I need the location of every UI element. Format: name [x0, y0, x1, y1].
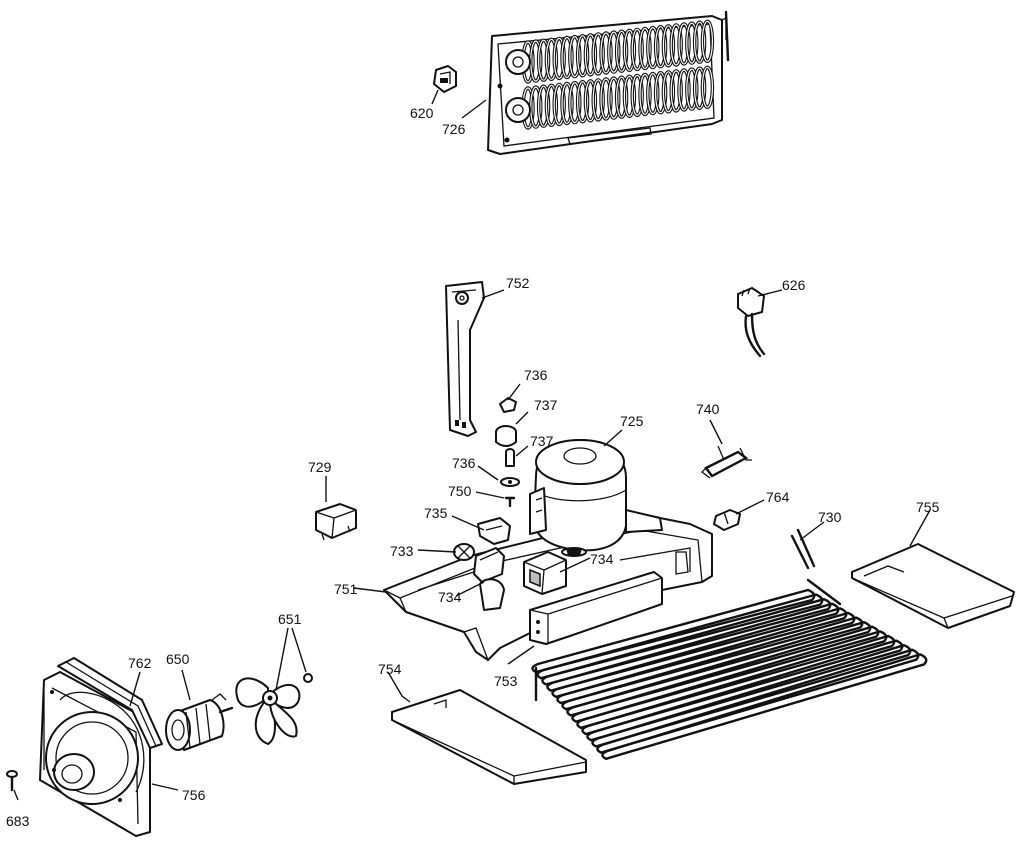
callout-750: 750	[448, 483, 472, 499]
part-752-bracket	[445, 281, 485, 437]
part-733-734-components	[453, 543, 567, 611]
part-764-clamp	[713, 509, 741, 531]
callout-labels: 620 726 752 626 736 737 737 736 725 740 …	[6, 105, 940, 829]
callout-752: 752	[506, 275, 530, 291]
callout-754: 754	[378, 661, 402, 677]
part-650-motor	[165, 693, 234, 751]
callout-737-bottom: 737	[530, 433, 554, 449]
callout-626: 626	[782, 277, 806, 293]
callout-735: 735	[424, 505, 448, 521]
callout-729: 729	[308, 459, 332, 475]
callout-725: 725	[620, 413, 644, 429]
callout-756: 756	[182, 787, 206, 803]
callout-764: 764	[766, 489, 790, 505]
callout-762: 762	[128, 655, 152, 671]
callout-736-bottom: 736	[452, 455, 476, 471]
part-730-condenser-coil	[531, 528, 928, 761]
part-753-rail	[529, 571, 663, 645]
callout-734-right: 734	[590, 551, 614, 567]
callout-620: 620	[410, 105, 434, 121]
part-729-relay	[315, 503, 357, 541]
callout-737-top: 737	[534, 397, 558, 413]
callout-740: 740	[696, 401, 720, 417]
part-726-evaporator-coil	[487, 10, 730, 155]
callout-753: 753	[494, 673, 518, 689]
part-740-clip	[701, 445, 752, 479]
part-735-bracket	[477, 517, 511, 545]
part-736-737-grommets	[495, 397, 520, 508]
part-754-plate	[391, 689, 587, 785]
leader-lines	[13, 89, 931, 801]
part-762-gasket	[57, 657, 163, 749]
callout-730: 730	[818, 509, 842, 525]
part-725-compressor	[529, 439, 663, 557]
callout-751: 751	[334, 581, 358, 597]
part-755-plate	[851, 543, 1015, 629]
part-651-fan-blade	[235, 673, 313, 745]
callout-734-left: 734	[438, 589, 462, 605]
callout-736-top: 736	[524, 367, 548, 383]
callout-650: 650	[166, 651, 190, 667]
part-683-screw	[6, 770, 18, 792]
callout-683: 683	[6, 813, 30, 829]
callout-651: 651	[278, 611, 302, 627]
part-626-plug	[737, 287, 766, 358]
part-756-fan-shroud	[39, 671, 151, 837]
part-620-clip	[433, 65, 457, 93]
callout-726: 726	[442, 121, 466, 137]
callout-755: 755	[916, 499, 940, 515]
callout-733: 733	[390, 543, 414, 559]
